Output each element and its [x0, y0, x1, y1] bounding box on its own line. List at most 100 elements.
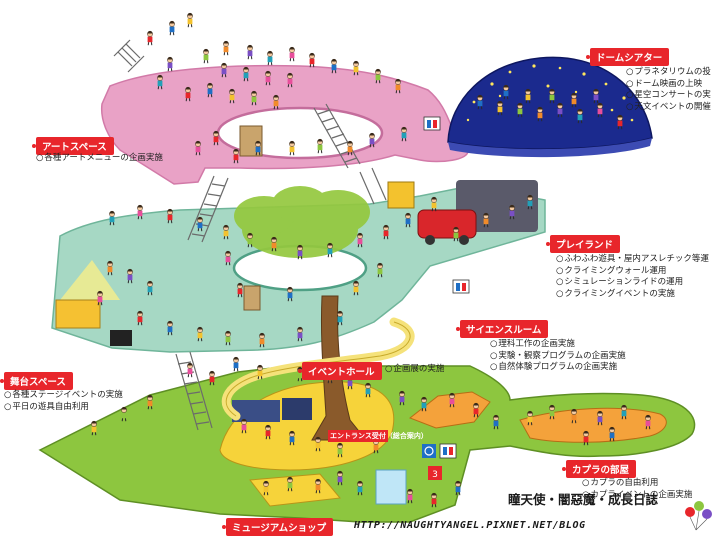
- toilet-icon: [439, 443, 457, 459]
- visitor-figure: [375, 68, 381, 84]
- visitor-figure: [167, 320, 173, 336]
- visitor-figure: [251, 90, 257, 106]
- visitor-figure: [287, 72, 293, 88]
- kapla-room-items: カプラの自由利用 カプライベントの企画実施: [582, 478, 692, 501]
- kapla-room-floor: [519, 407, 667, 443]
- stage-light-beam: [60, 260, 120, 300]
- watermark-title: 瞳天使・闇惡魔・成長日誌: [508, 492, 659, 507]
- toilet-icon: [423, 116, 441, 131]
- visitor-figure: [309, 52, 315, 68]
- visitor-figure: [221, 62, 227, 78]
- list-item: カプライベントの企画実施: [582, 490, 692, 502]
- visitor-figure: [147, 280, 153, 296]
- list-item: 企画展の実施: [385, 364, 444, 376]
- kapla-room-label: カプラの部屋: [561, 460, 637, 478]
- dome-base: [448, 138, 652, 158]
- list-item: クライミングウォール運用: [556, 266, 709, 278]
- ladders: [113, 39, 387, 431]
- visitor-figure: [503, 84, 509, 100]
- entrance-sign-board: [328, 430, 388, 442]
- visitor-figure: [267, 50, 273, 66]
- watermark-url: HTTP://NAUGHTYANGEL.PIXNET.NET/BLOG: [354, 520, 586, 531]
- visitor-figure: [225, 250, 231, 266]
- visitor-figure: [257, 364, 263, 380]
- list-item: カプラの自由利用: [582, 478, 692, 490]
- event-hall-label: イベントホール: [298, 362, 382, 380]
- list-item: 平日の遊具自由利用: [4, 402, 123, 414]
- visitor-figure: [407, 488, 413, 504]
- visitor-figure: [137, 204, 143, 220]
- list-item: 各種ステージイベントの実施: [4, 390, 122, 402]
- visitor-figure: [583, 430, 589, 446]
- visitor-figure: [365, 382, 371, 398]
- visitor-figure: [395, 78, 401, 94]
- visitor-figure: [157, 74, 163, 90]
- visitor-figure: [527, 194, 533, 210]
- visitor-figure: [315, 478, 321, 494]
- visitor-figure: [229, 88, 235, 104]
- visitor-figure: [287, 286, 293, 302]
- visitor-figure: [557, 102, 563, 118]
- science-room-label: サイエンスルーム: [455, 320, 549, 338]
- visitor-figure: [353, 60, 359, 76]
- visitor-figure: [247, 44, 253, 60]
- visitor-figure: [597, 102, 603, 118]
- visitor-figure: [609, 426, 615, 442]
- visitor-figure: [337, 310, 343, 326]
- visitor-figure: [327, 242, 333, 258]
- visitor-figure: [247, 232, 253, 248]
- stage-space-label: 舞台スペース: [0, 372, 73, 390]
- visitor-figure: [527, 410, 533, 426]
- visitor-figure: [137, 310, 143, 326]
- visitor-figure: [237, 282, 243, 298]
- visitor-figure: [287, 476, 293, 492]
- visitor-figure: [571, 92, 577, 108]
- visitor-figure: [477, 94, 483, 110]
- visitor-figure: [353, 280, 359, 296]
- visitor-figure: [337, 470, 343, 486]
- visitor-figure: [187, 12, 193, 28]
- visitor-figure: [593, 88, 599, 104]
- visitor-figure: [273, 94, 279, 110]
- list-item: シミュレーションライドの運用: [556, 277, 709, 289]
- visitor-figure: [431, 196, 437, 212]
- visitor-figure: [571, 408, 577, 424]
- visitor-figure: [107, 260, 113, 276]
- visitor-figure: [255, 140, 261, 156]
- visitor-figure: [597, 410, 603, 426]
- visitor-figure: [315, 436, 321, 452]
- visitor-figure: [517, 102, 523, 118]
- middle-floor-door: [243, 285, 261, 311]
- list-item: 理科工作の企画実施: [490, 339, 626, 351]
- visitor-figure: [265, 424, 271, 440]
- visitor-figure: [455, 480, 461, 496]
- visitor-figure: [383, 224, 389, 240]
- art-space-items: 各種アートメニューの企画実施: [36, 153, 163, 165]
- entrance-sign: エントランス受付（総合案内）: [330, 432, 428, 440]
- stage-space-items: 各種ステージイベントの実施 平日の遊具自由利用: [4, 390, 123, 414]
- visitor-figure: [621, 404, 627, 420]
- visitor-figure: [91, 420, 97, 436]
- list-item: ドーム映画の上映: [626, 79, 711, 91]
- visitor-figure: [645, 414, 651, 430]
- dome-theater-items: プラネタリウムの投 ドーム映画の上映 星空コンサートの実 天文イベントの開催: [626, 67, 711, 113]
- dome-theater-label: ドームシアター: [585, 48, 670, 66]
- visitor-figure: [259, 332, 265, 348]
- visitor-figure: [109, 210, 115, 226]
- event-hall-items: 企画展の実施: [385, 364, 444, 376]
- visitor-figure: [167, 56, 173, 72]
- visitor-figure: [331, 58, 337, 74]
- dome-stars: [466, 64, 634, 122]
- visitor-figure: [617, 114, 623, 130]
- visitor-figure: [449, 392, 455, 408]
- visitor-figure: [207, 82, 213, 98]
- play-land-items: ふわふわ遊具・屋内アスレチック等運 クライミングウォール運用 シミュレーションラ…: [556, 254, 709, 300]
- restaurant-icon: 3: [428, 466, 442, 480]
- visitor-figure: [197, 326, 203, 342]
- list-item: 実験・観察プログラムの企画実施: [490, 351, 625, 363]
- list-item: ふわふわ遊具・屋内アスレチック等運: [556, 254, 709, 266]
- visitor-figure: [317, 138, 323, 154]
- science-room-items: 理科工作の企画実施 実験・観察プログラムの企画実施 自然体験プログラムの企画実施: [490, 339, 626, 374]
- visitor-figure: [421, 396, 427, 412]
